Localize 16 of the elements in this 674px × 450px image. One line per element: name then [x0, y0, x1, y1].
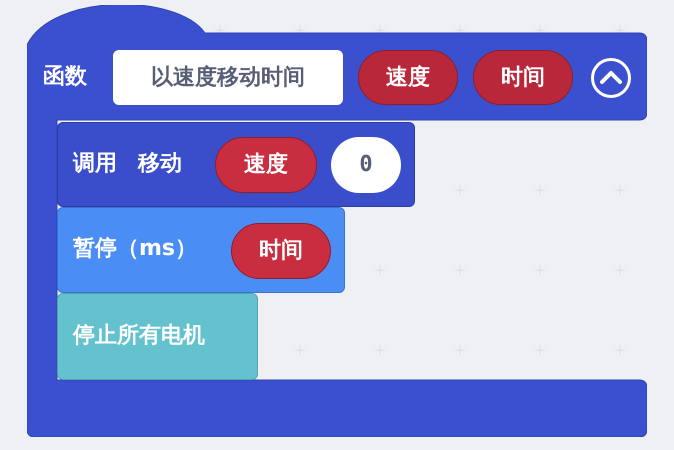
function-block [27, 5, 647, 437]
block-label: 暂停（ms） [73, 235, 198, 263]
function-name: 移动 [138, 150, 182, 178]
block-keyword: 调用 [73, 150, 117, 178]
variable-name: 速度 [244, 151, 288, 179]
number-value: 0 [359, 151, 373, 179]
block-keyword: 函数 [43, 63, 87, 91]
name-field [113, 50, 343, 105]
parameter-name: 时间 [501, 64, 545, 92]
variable-name: 时间 [259, 237, 303, 265]
motor-stop-block [57, 293, 258, 380]
function-name: 以速度移动时间 [151, 64, 305, 92]
call-block [57, 122, 415, 207]
pause-block [57, 207, 345, 293]
parameter-name: 速度 [386, 64, 430, 92]
block-label: 停止所有电机 [73, 322, 205, 350]
